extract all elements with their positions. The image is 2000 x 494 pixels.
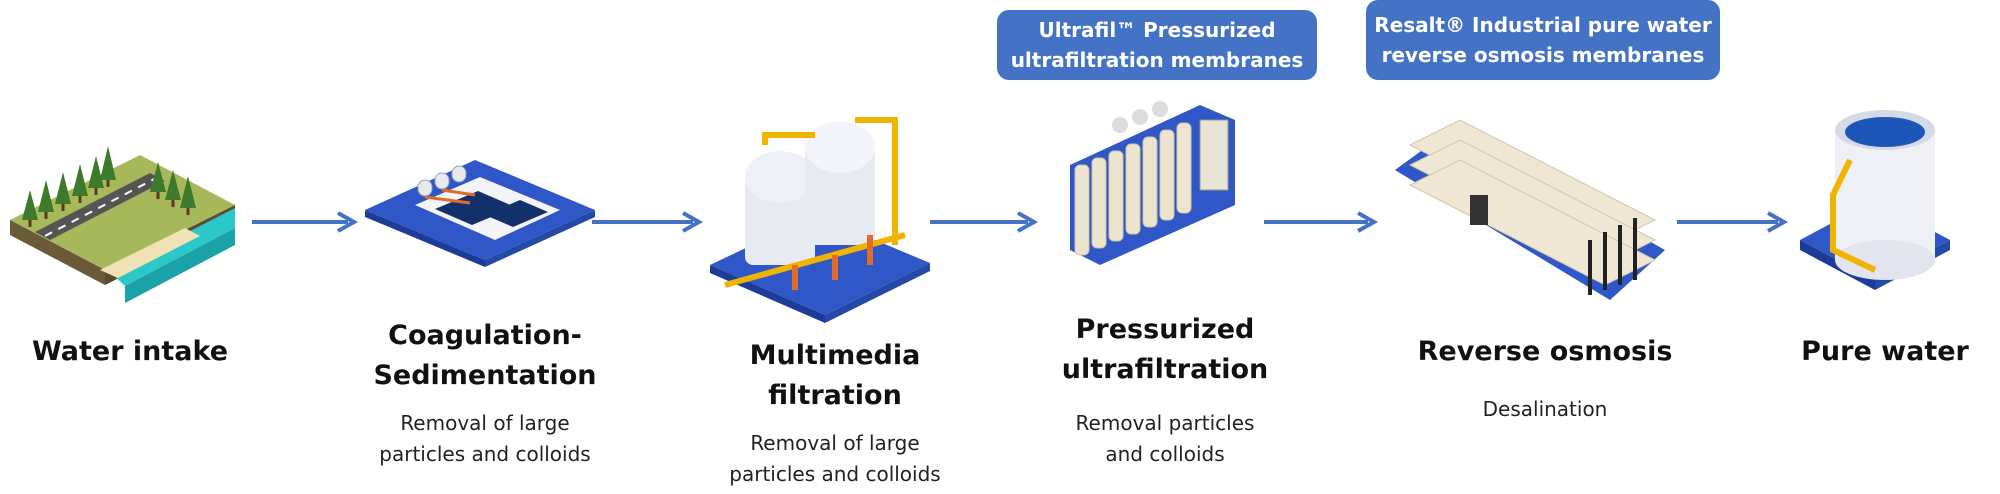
stage-desc-reverse-osmosis: Desalination [1390,394,1700,425]
flow-arrow-2 [592,211,704,233]
stage-desc-line: particles and colloids [379,442,591,466]
ultrafiltration-rack-icon [1070,101,1235,265]
flow-arrow-4 [1264,211,1379,233]
stage-title-reverse-osmosis: Reverse osmosis [1390,332,1700,372]
stage-title-coagulation: Coagulation- Sedimentation [340,316,630,396]
resalt-callout: Resalt® Industrial pure water reverse os… [1366,0,1720,80]
stage-desc-ultrafiltration: Removal particles and colloids [1020,408,1310,470]
ultrafil-callout-line1: Ultrafil™ Pressurized [1038,18,1276,42]
water-storage-tank-icon [1800,110,1950,290]
stage-title-line: ultrafiltration [1061,354,1269,385]
ultrafil-callout: Ultrafil™ Pressurized ultrafiltration me… [997,10,1317,80]
stage-desc-line: and colloids [1105,442,1225,466]
flow-arrow-5 [1677,211,1789,233]
stage-desc-line: particles and colloids [729,462,941,486]
stage-desc-line: Removal of large [400,411,570,435]
stage-title-line: Water intake [31,336,229,367]
stage-title-line: Multimedia [749,340,921,371]
ultrafil-callout-line2: ultrafiltration membranes [1010,48,1304,72]
flow-arrow-3 [930,211,1039,233]
flow-arrow-1 [252,211,359,233]
stage-desc-line: Removal particles [1075,411,1255,435]
stage-title-ultrafiltration: Pressurized ultrafiltration [1020,310,1310,390]
stage-title-line: Pressurized [1075,314,1255,345]
stage-desc-line: Desalination [1482,397,1608,421]
resalt-callout-line1: Resalt® Industrial pure water [1374,13,1712,37]
stage-title-line: Coagulation- [388,320,582,351]
reverse-osmosis-rack-icon [1395,119,1665,300]
stage-title-line: Sedimentation [373,360,597,391]
stage-title-line: Reverse osmosis [1417,336,1673,367]
resalt-callout-line2: reverse osmosis membranes [1381,43,1705,67]
landscape-river-icon [10,146,235,303]
stage-title-line: filtration [768,380,902,411]
stage-title-pure-water: Pure water [1780,332,1990,372]
stage-desc-line: Removal of large [750,431,920,455]
stage-desc-coagulation: Removal of large particles and colloids [340,408,630,470]
filter-tanks-icon [710,117,930,323]
stage-title-water-intake: Water intake [0,332,260,372]
stage-title-multimedia: Multimedia filtration [690,336,980,416]
sedimentation-tank-icon [365,160,595,267]
stage-title-line: Pure water [1801,336,1969,367]
stage-desc-multimedia: Removal of large particles and colloids [690,428,980,490]
